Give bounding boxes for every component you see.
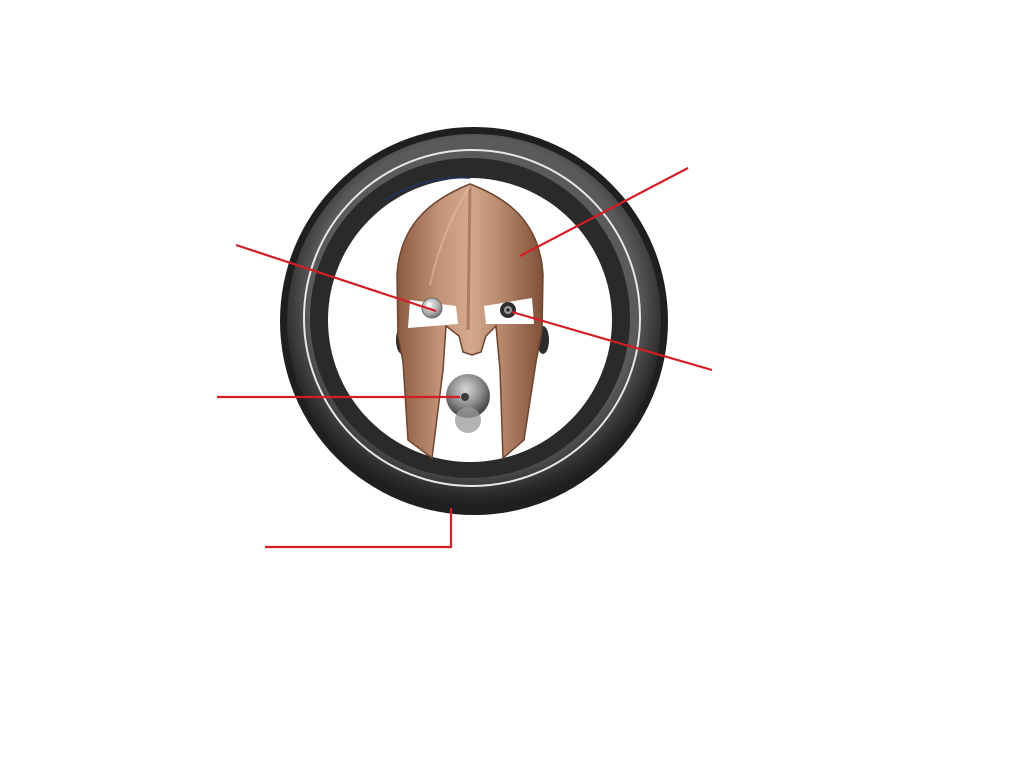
leader-line-ring (265, 508, 453, 549)
outer-ring-icon (280, 127, 668, 515)
right-eye-sensor-icon (500, 302, 516, 318)
leader-lines (217, 167, 713, 549)
leader-line-helmet (519, 167, 689, 257)
mouth-button-icon (446, 374, 490, 433)
leader-line-left-eye (235, 243, 437, 313)
left-eye-sensor-icon (421, 297, 443, 319)
leader-line-right-eye (511, 310, 713, 372)
